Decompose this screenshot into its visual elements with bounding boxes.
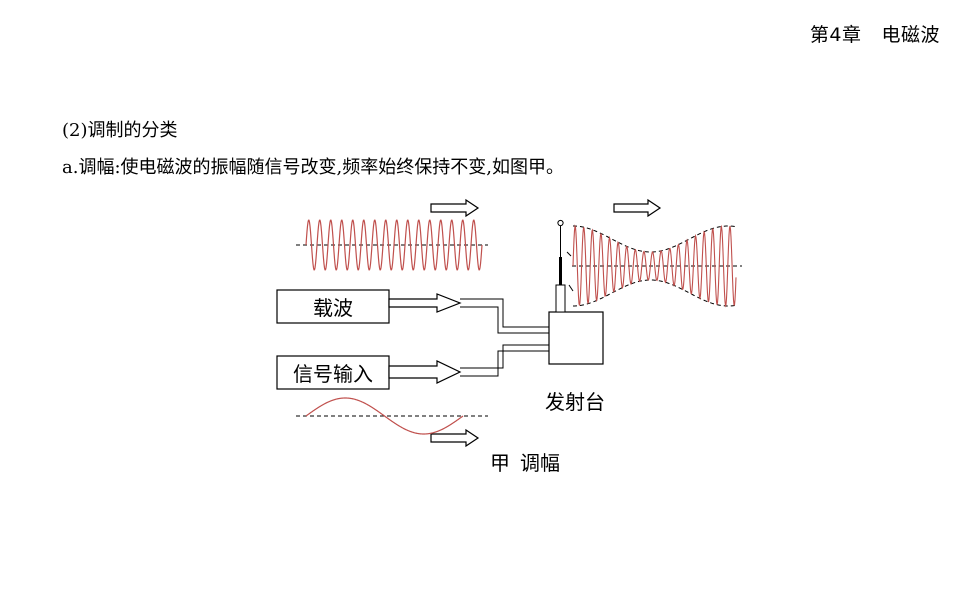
transmitter-box: [548, 311, 604, 365]
antenna: [555, 219, 566, 313]
signal-direction-arrow: [430, 428, 480, 448]
output-direction-arrow: [613, 198, 662, 218]
emission-mark: [568, 284, 574, 292]
carrier-box: [276, 289, 390, 324]
am-envelope-upper: [572, 225, 737, 253]
am-envelope-lower: [572, 279, 737, 307]
chapter-number: 第4章: [809, 24, 862, 46]
chapter-header: 第4章电磁波: [810, 20, 940, 47]
carrier-box-label: 载波: [313, 296, 353, 320]
signal-feed-arrow: [388, 360, 462, 384]
caption-name: 调幅: [520, 451, 560, 475]
caption-figure-id: 甲: [490, 451, 510, 475]
carrier-wave: [305, 219, 483, 271]
section-heading: (2)调制的分类: [62, 120, 178, 141]
chapter-title: 电磁波: [881, 24, 940, 46]
am-modulated-wave: [572, 224, 737, 308]
transmitter-label: 发射台: [545, 390, 605, 414]
signal-input-box: [276, 355, 390, 390]
connecting-wires: [460, 298, 549, 377]
figure-caption: 甲调幅: [490, 447, 560, 476]
definition-text: a.调幅:使电磁波的振幅随信号改变,频率始终保持不变,如图甲。: [62, 157, 564, 178]
signal-wave: [305, 397, 464, 435]
carrier-feed-arrow: [388, 293, 462, 313]
emission-mark: [566, 251, 572, 257]
signal-box-label: 信号输入: [293, 362, 373, 386]
carrier-direction-arrow: [430, 198, 480, 218]
